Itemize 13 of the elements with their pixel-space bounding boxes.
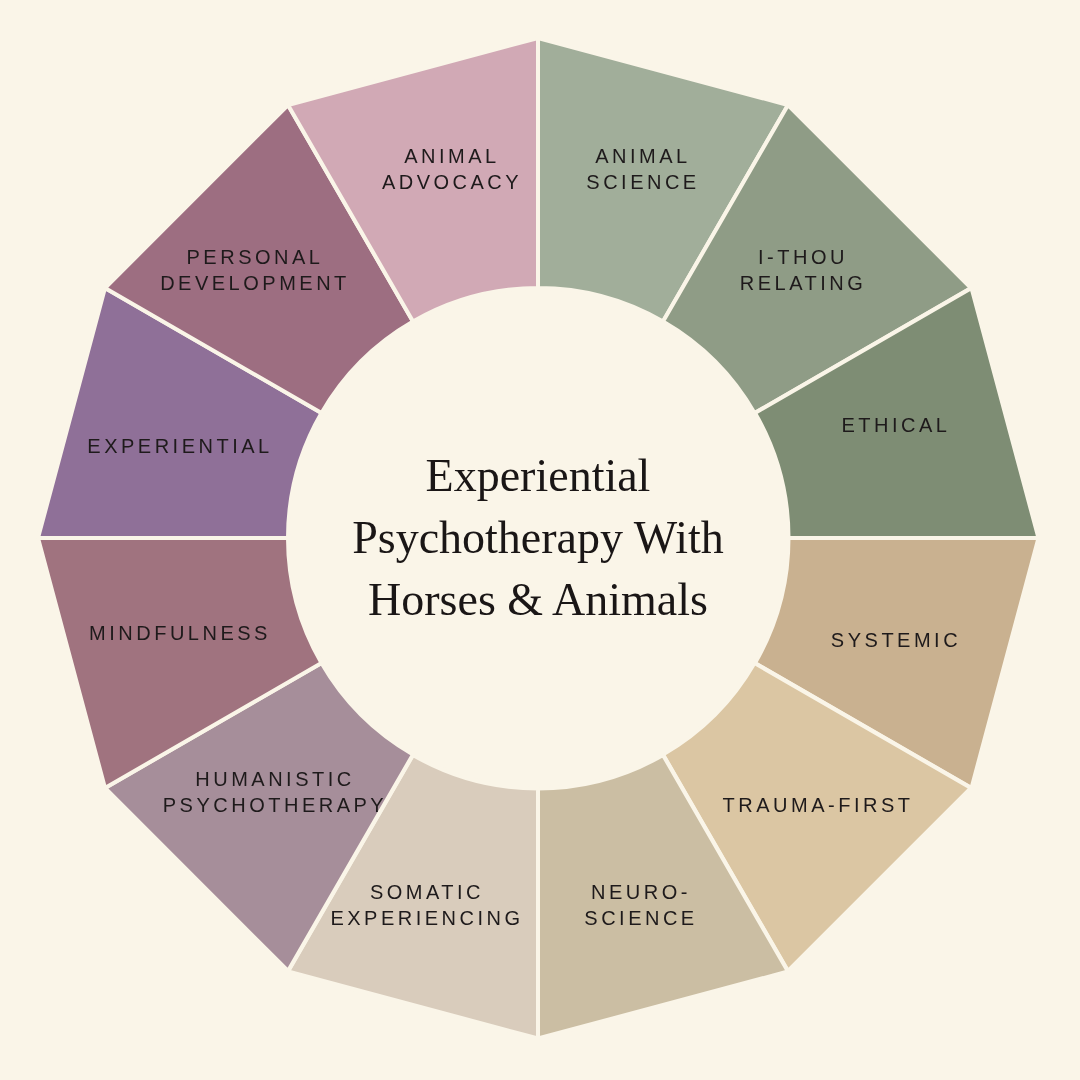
segment-label: ETHICAL: [841, 413, 951, 438]
segment-label: ANIMAL ADVOCACY: [380, 144, 524, 195]
segment-label: SYSTEMIC: [830, 628, 962, 653]
segment-label: I-THOU RELATING: [738, 245, 868, 296]
segment-label: SOMATIC EXPERIENCING: [329, 880, 525, 931]
segment-label: PERSONAL DEVELOPMENT: [159, 245, 351, 296]
segment-label: MINDFULNESS: [89, 621, 271, 646]
segment-label: TRAUMA-FIRST: [722, 793, 914, 818]
segment-label: EXPERIENTIAL: [87, 434, 273, 459]
segment-label: HUMANISTIC PSYCHOTHERAPY: [161, 767, 389, 818]
center-title: Experiential Psychotherapy With Horses & Animals: [351, 449, 725, 627]
segment-label: ANIMAL SCIENCE: [585, 144, 701, 195]
segment-label: NEURO- SCIENCE: [583, 880, 699, 931]
